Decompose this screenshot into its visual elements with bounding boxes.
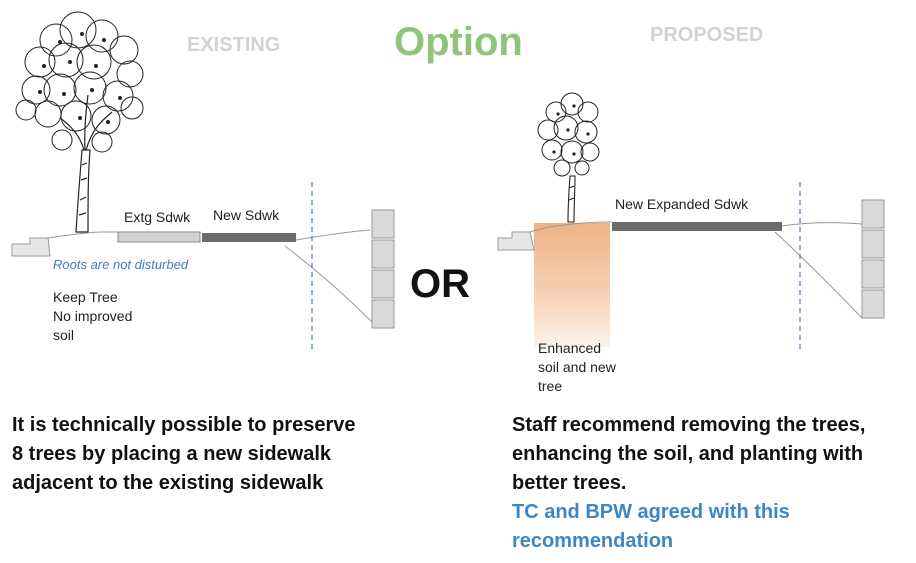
right-caption-line: Staff recommend removing the trees, — [512, 414, 866, 436]
keep-tree-line: Keep Tree — [53, 289, 118, 305]
expanded-sidewalk-slab — [612, 222, 782, 231]
enhanced-soil-line: soil and new — [538, 359, 616, 375]
expanded-sdwk-label: New Expanded Sdwk — [615, 196, 749, 212]
left-tree-illustration — [15, 11, 144, 233]
new-sdwk-label: New Sdwk — [213, 207, 280, 223]
roots-note: Roots are not disturbed — [53, 257, 189, 272]
option-title: Option — [394, 20, 523, 64]
extg-sdwk-label: Extg Sdwk — [124, 209, 191, 225]
new-sidewalk-slab — [202, 233, 296, 242]
agreement-line: recommendation — [512, 530, 674, 552]
right-caption-line: enhancing the soil, and planting with — [512, 443, 864, 465]
keep-tree-line: soil — [53, 327, 75, 343]
right-tree-illustration — [537, 92, 600, 223]
enhanced-soil-line: tree — [538, 378, 563, 394]
enhanced-soil-text: Enhanced soil and new tree — [538, 339, 616, 396]
right-caption-line: better trees. — [512, 472, 627, 494]
right-ground-profile — [497, 221, 863, 319]
left-caption: It is technically possible to preserve 8… — [12, 411, 355, 498]
existing-sidewalk-slab — [117, 231, 201, 243]
left-ground-profile — [11, 229, 373, 323]
left-retaining-wall — [371, 209, 395, 329]
or-label: OR — [410, 262, 470, 306]
enhanced-soil-block — [534, 223, 610, 347]
keep-tree-text: Keep Tree No improved soil — [53, 288, 132, 345]
left-caption-line: adjacent to the existing sidewalk — [12, 472, 324, 494]
left-caption-line: It is technically possible to preserve — [12, 414, 356, 436]
enhanced-soil-line: Enhanced — [538, 340, 602, 356]
agreement-line: TC and BPW agreed with this — [512, 501, 790, 523]
right-caption: Staff recommend removing the trees, enha… — [512, 411, 865, 556]
right-retaining-wall — [861, 199, 885, 319]
left-caption-line: 8 trees by placing a new sidewalk — [12, 443, 332, 465]
proposed-heading: PROPOSED — [650, 24, 764, 46]
keep-tree-line: No improved — [53, 308, 133, 324]
existing-heading: EXISTING — [187, 34, 281, 56]
